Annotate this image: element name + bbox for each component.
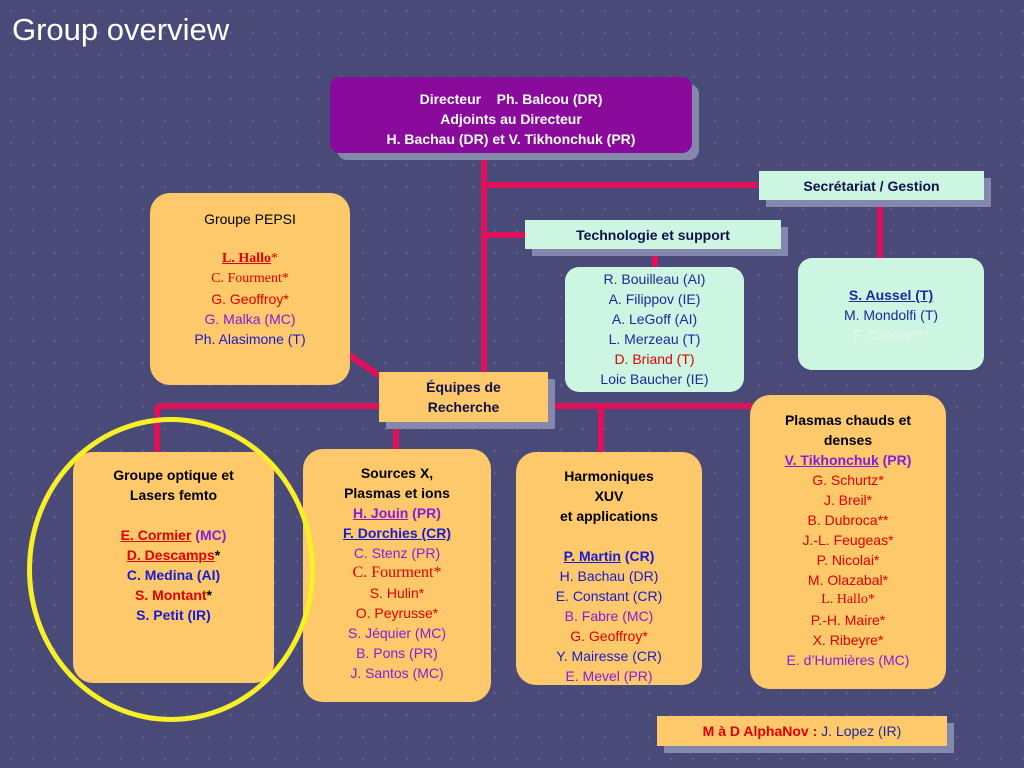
harmoniques-member: E. Constant (CR) xyxy=(555,588,663,604)
secretariat-member: M. Mondolfi (T) xyxy=(843,307,939,323)
sources-title: Sources X, xyxy=(360,465,434,481)
harmoniques-member: E. Mevel (PR) xyxy=(565,668,653,684)
secretariat-member: F. Catelle*** xyxy=(853,327,929,343)
plasmas-member: L. Hallo* xyxy=(821,592,875,607)
plasmas-member: P.-H. Maire* xyxy=(810,612,886,628)
director-line1: Directeur Ph. Balcou (DR) xyxy=(330,89,692,109)
pepsi-title: Groupe PEPSI xyxy=(204,211,296,227)
sources-member: J. Santos (MC) xyxy=(350,665,444,681)
harmoniques-member: B. Fabre (MC) xyxy=(564,608,654,624)
plasmas-title: Plasmas chauds et xyxy=(784,412,912,428)
director-box: Directeur Ph. Balcou (DR) Adjoints au Di… xyxy=(330,77,692,153)
director-name: Ph. Balcou (DR) xyxy=(496,91,603,107)
slide-title: Group overview xyxy=(12,12,230,47)
harmoniques-title: et applications xyxy=(559,508,659,524)
pepsi-member: G. Malka (MC) xyxy=(204,311,296,327)
tech-member: A. Filippov (IE) xyxy=(608,291,701,307)
plasmas-member: P. Nicolai* xyxy=(816,552,880,568)
sources-member: C. Stenz (PR) xyxy=(353,545,441,561)
harmoniques-member: G. Geoffroy* xyxy=(570,628,648,644)
harmoniques-title: Harmoniques xyxy=(564,468,654,484)
secretariat-members-box: S. Aussel (T) M. Mondolfi (T) F. Catelle… xyxy=(798,258,984,370)
equipes-recherche-label: Équipes de Recherche xyxy=(379,372,548,422)
plasmas-member: M. Olazabal* xyxy=(807,572,889,588)
sources-member: C. Fourment* xyxy=(352,564,442,581)
sources-member: H. Jouin (PR) xyxy=(353,505,441,521)
secretariat-label: Secrétariat / Gestion xyxy=(759,171,984,200)
director-deputies-names: H. Bachau (DR) et V. Tikhonchuk (PR) xyxy=(386,131,636,147)
alphanov-label: M à D AlphaNov : xyxy=(702,723,818,739)
alphanov-name: J. Lopez (IR) xyxy=(821,723,902,739)
highlight-circle xyxy=(27,417,315,722)
connector-pepsi xyxy=(347,352,382,379)
tech-member: D. Briand (T) xyxy=(614,351,695,367)
harmoniques-member: Y. Mairesse (CR) xyxy=(556,648,662,664)
plasmas-member: J. Breil* xyxy=(823,492,873,508)
pepsi-member: Ph. Alasimone (T) xyxy=(194,331,306,347)
sources-member: B. Pons (PR) xyxy=(356,645,438,661)
sources-group-box: Sources X, Plasmas et ions H. Jouin (PR)… xyxy=(303,449,491,702)
pepsi-group-box: Groupe PEPSI L. Hallo* C. Fourment* G. G… xyxy=(150,193,350,385)
plasmas-member: V. Tikhonchuk (PR) xyxy=(784,452,912,468)
tech-member: Loic Baucher (IE) xyxy=(600,371,709,387)
tech-member: A. LeGoff (AI) xyxy=(611,311,698,327)
secretariat-member: S. Aussel (T) xyxy=(848,287,934,303)
tech-member: R. Bouilleau (AI) xyxy=(603,271,706,287)
sources-member: F. Dorchies (CR) xyxy=(342,525,452,541)
sources-member: S. Hulin* xyxy=(369,585,425,601)
harmoniques-member: H. Bachau (DR) xyxy=(559,568,659,584)
plasmas-title: denses xyxy=(823,432,873,448)
plasmas-group-box: Plasmas chauds et denses V. Tikhonchuk (… xyxy=(750,395,946,689)
plasmas-member: E. d’Humières (MC) xyxy=(786,652,910,668)
plasmas-member: B. Dubroca** xyxy=(807,512,889,528)
tech-label: Technologie et support xyxy=(525,220,781,249)
sources-member: O. Peyrusse* xyxy=(355,605,439,621)
harmoniques-title: XUV xyxy=(594,488,624,504)
plasmas-member: G. Schurtz* xyxy=(812,472,884,488)
pepsi-member: L. Hallo* xyxy=(221,251,278,266)
plasmas-member: X. Ribeyre* xyxy=(812,632,884,648)
sources-title: Plasmas et ions xyxy=(344,485,450,501)
sources-member: S. Jéquier (MC) xyxy=(347,625,447,641)
director-deputies-heading: Adjoints au Directeur xyxy=(440,111,582,127)
alphanov-box: M à D AlphaNov : J. Lopez (IR) xyxy=(657,716,947,746)
plasmas-member: J.-L. Feugeas* xyxy=(802,532,894,548)
tech-members-box: R. Bouilleau (AI) A. Filippov (IE) A. Le… xyxy=(565,267,744,392)
director-role: Directeur xyxy=(419,91,482,107)
pepsi-member: G. Geoffroy* xyxy=(211,291,289,307)
harmoniques-member: P. Martin (CR) xyxy=(563,548,655,564)
tech-member: L. Merzeau (T) xyxy=(608,331,701,347)
pepsi-member: C. Fourment* xyxy=(211,271,289,286)
harmoniques-group-box: Harmoniques XUV et applications P. Marti… xyxy=(516,452,702,685)
